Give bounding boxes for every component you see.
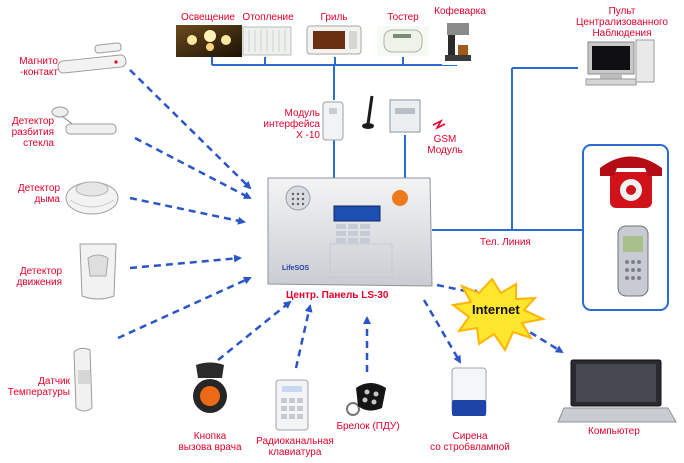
coffee-maker-label: Кофеварка xyxy=(434,6,486,17)
phone-line-label: Тел. Линия xyxy=(480,237,531,248)
grill-label: Гриль xyxy=(320,12,348,23)
red-telephone-icon xyxy=(600,156,662,208)
magnetic-contact-label: Магнито -контакт xyxy=(19,56,58,78)
panic-button-image xyxy=(193,362,227,413)
glass-break-detector-label: Детектор разбития стекла xyxy=(11,116,54,149)
magnetic-contact-image xyxy=(57,42,127,74)
siren-label: Сирена со стробвлампой xyxy=(430,431,510,453)
heating-label: Отопление xyxy=(242,12,294,23)
temperature-sensor-image xyxy=(73,347,93,412)
toaster-image xyxy=(377,26,429,56)
panel-brand-label: LifeSOS xyxy=(282,265,310,272)
monitoring-station-label: Пульт Централизованного Наблюдения xyxy=(576,6,668,39)
central-panel xyxy=(267,177,433,287)
keyfob-image xyxy=(346,383,386,416)
computer-label: Компьютер xyxy=(588,426,640,437)
laptop-icon xyxy=(557,359,677,423)
coffee-maker-image xyxy=(442,21,476,65)
smoke-detector-image xyxy=(65,181,119,215)
lighting-image xyxy=(176,25,242,57)
gsm-module-label: GSM Модуль xyxy=(427,134,463,156)
radio-keypad-image xyxy=(275,379,309,431)
gsm-signal-icon xyxy=(432,119,446,130)
x10-module-label: Модуль интерфейса X -10 xyxy=(263,108,320,141)
monitoring-station-image xyxy=(585,39,655,86)
keyfob-label: Брелок (ПДУ) xyxy=(336,421,400,432)
internet-burst xyxy=(450,277,547,353)
toaster-label: Тостер xyxy=(387,12,419,23)
grill-image xyxy=(306,25,362,55)
internet-label: Internet xyxy=(472,302,520,317)
gsm-module-image xyxy=(362,95,421,133)
radio-keypad-label: Радиоканальная клавиатура xyxy=(256,436,334,458)
lighting-label: Освещение xyxy=(181,12,235,23)
phone-box xyxy=(582,144,669,311)
motion-detector-image xyxy=(79,243,117,300)
panic-button-label: Кнопка вызова врача xyxy=(178,431,242,453)
glass-break-detector-image xyxy=(51,106,117,135)
temperature-sensor-label: Датчик Температуры xyxy=(7,376,70,398)
motion-detector-label: Детектор движения xyxy=(16,266,62,288)
mobile-phone-icon xyxy=(617,225,649,297)
phone-line xyxy=(432,67,582,231)
x10-module-image xyxy=(322,101,344,141)
smoke-detector-label: Детектор дыма xyxy=(17,183,60,205)
heater-image xyxy=(242,26,292,56)
siren-icon xyxy=(451,367,487,416)
central-panel-label: Центр. Панель LS-30 xyxy=(286,290,389,301)
